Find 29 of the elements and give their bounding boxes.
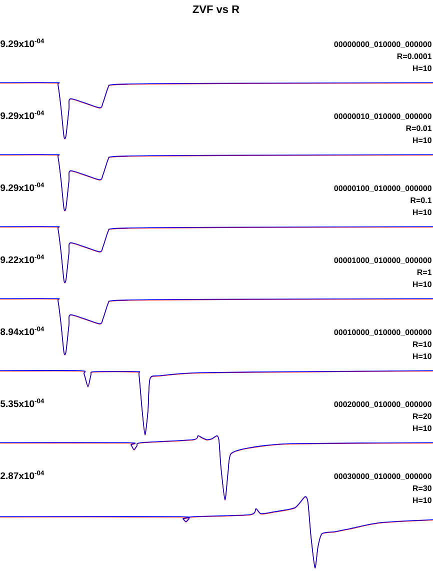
parameter-label: R=0.1 — [410, 197, 432, 204]
scale-label: 9.29x10$^{-04}$ — [0, 38, 44, 48]
parameter-label: H=10 — [412, 281, 432, 288]
scale-label: 2.87x10$^{-04}$ — [0, 470, 44, 480]
run-label: 00010000_010000_000000 — [334, 329, 432, 336]
scale-label: 9.29x10$^{-04}$ — [0, 182, 44, 192]
scale-label: 9.22x10$^{-04}$ — [0, 254, 44, 264]
parameter-label: H=10 — [412, 209, 432, 216]
parameter-label: H=10 — [412, 425, 432, 432]
parameter-label: R=0.0001 — [397, 53, 432, 60]
parameter-label: H=10 — [412, 497, 432, 504]
parameter-label: R=20 — [412, 413, 432, 420]
run-label: 00020000_010000_000000 — [334, 401, 432, 408]
parameter-label: R=1 — [417, 270, 432, 275]
run-label: 00000000_010000_000000 — [334, 41, 432, 48]
run-label: 00030000_010000_000000 — [334, 473, 432, 480]
scale-label: 9.29x10$^{-04}$ — [0, 110, 44, 120]
scale-label: 5.35x10$^{-04}$ — [0, 398, 44, 408]
parameter-label: H=10 — [412, 137, 432, 144]
run-label: 00000010_010000_000000 — [334, 113, 432, 120]
parameter-label: R=10 — [412, 341, 432, 348]
scale-label: 8.94x10$^{-04}$ — [0, 326, 44, 336]
chart-title: ZVF vs R — [192, 5, 240, 14]
run-label: 00001000_010000_000000 — [334, 257, 432, 264]
parameter-label: R=0.01 — [406, 125, 432, 132]
run-label: 00000100_010000_000000 — [334, 185, 432, 192]
parameter-label: H=10 — [412, 65, 432, 72]
parameter-label: R=30 — [412, 485, 432, 492]
parameter-label: H=10 — [412, 353, 432, 360]
